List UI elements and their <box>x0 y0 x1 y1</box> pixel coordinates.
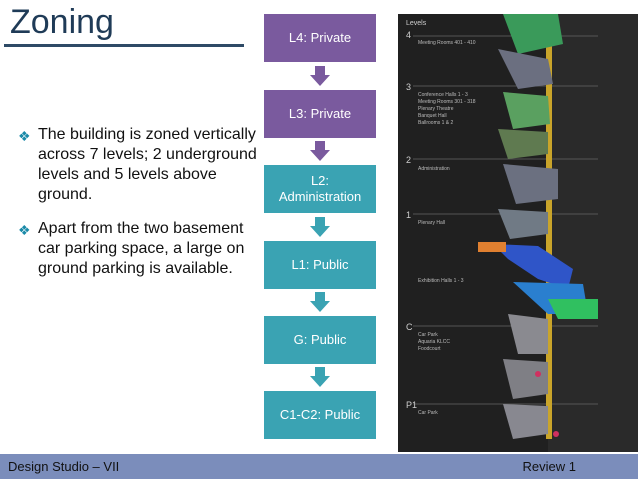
level-box-l3: L3: Private <box>264 90 376 138</box>
down-arrow-icon <box>310 66 330 86</box>
level-label: L2: Administration <box>278 173 362 204</box>
bullet-item: ❖ Apart from the two basement car parkin… <box>18 219 258 279</box>
bullet-list: ❖ The building is zoned vertically acros… <box>18 125 258 293</box>
level-caption: Exhibition Halls 1 - 3 <box>418 278 464 284</box>
level-label: L4: Private <box>288 30 352 45</box>
level-box-l2: L2: Administration <box>264 165 376 213</box>
level-caption: Conference Halls 1 - 3 Meeting Rooms 301… <box>418 92 476 126</box>
down-arrow-icon <box>310 217 330 237</box>
level-caption: Meeting Rooms 401 - 410 <box>418 40 476 46</box>
levels-heading: Levels <box>406 20 427 27</box>
bullet-item: ❖ The building is zoned vertically acros… <box>18 125 258 205</box>
review-label: Review 1 <box>522 459 576 474</box>
title-underline <box>4 44 244 47</box>
bullet-text: Apart from the two basement car parking … <box>38 220 245 277</box>
level-caption: Car Park <box>418 410 438 416</box>
down-arrow-icon <box>310 367 330 387</box>
down-arrow-icon <box>310 141 330 161</box>
level-box-c1-c2: C1-C2: Public <box>264 391 376 439</box>
level-caption: Administration <box>418 166 450 172</box>
slide-title: Zoning <box>10 3 114 41</box>
level-number: P1 <box>406 400 418 410</box>
level-number: 3 <box>406 82 412 92</box>
level-box-l4: L4: Private <box>264 14 376 62</box>
building-section-photo: Levels 4 Meeting Rooms 401 - 410 3 Confe… <box>398 14 638 452</box>
bullet-text: The building is zoned vertically across … <box>38 126 257 203</box>
level-number: 4 <box>406 30 412 40</box>
down-arrow-icon <box>310 292 330 312</box>
level-number: 1 <box>406 210 412 220</box>
course-name: Design Studio – VII <box>8 459 120 474</box>
level-caption: Car Park Aquaria KLCC Foodcourt <box>418 332 450 352</box>
level-box-l1: L1: Public <box>264 241 376 289</box>
level-label: L1: Public <box>291 257 349 272</box>
level-label: C1-C2: Public <box>279 407 361 422</box>
level-number: C <box>406 322 413 332</box>
diamond-bullet-icon: ❖ <box>18 128 31 144</box>
level-caption: Plenary Hall <box>418 220 445 226</box>
section-model-illustration <box>398 14 638 452</box>
level-box-g: G: Public <box>264 316 376 364</box>
level-label: G: Public <box>293 332 347 347</box>
footer-bar: Design Studio – VII Review 1 <box>0 454 638 479</box>
level-number: 2 <box>406 155 412 165</box>
level-label: L3: Private <box>288 106 352 121</box>
diamond-bullet-icon: ❖ <box>18 222 31 238</box>
